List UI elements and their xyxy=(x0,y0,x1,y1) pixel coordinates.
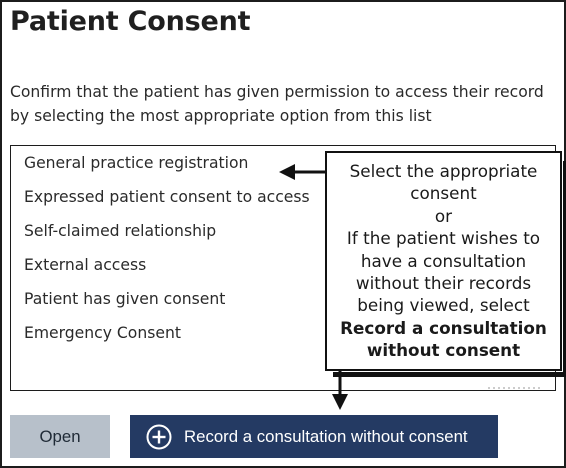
callout-bold-line-1: Record a consultation xyxy=(340,317,547,338)
consent-option-patient-has-given-consent[interactable]: Patient has given consent xyxy=(24,290,226,308)
callout-line-2: consent xyxy=(410,183,477,204)
callout-line-3: or xyxy=(434,205,453,226)
instructions-line-1: Confirm that the patient has given permi… xyxy=(10,83,544,101)
instructions-text: Confirm that the patient has given permi… xyxy=(10,80,555,128)
record-consultation-without-consent-button[interactable]: Record a consultation without consent xyxy=(130,415,498,458)
consent-option-external-access[interactable]: External access xyxy=(24,256,147,274)
callout-line-7: being viewed, select xyxy=(357,295,530,316)
consent-option-general-practice-registration[interactable]: General practice registration xyxy=(24,154,249,172)
callout-shadow-right xyxy=(563,161,566,375)
record-button-label: Record a consultation without consent xyxy=(184,426,468,446)
consent-option-expressed-patient-consent[interactable]: Expressed patient consent to access xyxy=(24,188,310,206)
dialog-title: Patient Consent xyxy=(10,6,251,37)
consent-option-self-claimed-relationship[interactable]: Self-claimed relationship xyxy=(24,222,217,240)
callout-line-5: have a consultation xyxy=(360,250,527,271)
callout-line-6: without their records xyxy=(355,273,532,294)
callout-bold-line-2: without consent xyxy=(366,340,521,361)
callout-shadow-bottom xyxy=(333,372,566,377)
consent-option-emergency-consent[interactable]: Emergency Consent xyxy=(24,324,181,342)
help-callout: Select the appropriate consent or If the… xyxy=(325,151,566,377)
open-button[interactable]: Open xyxy=(10,415,110,458)
callout-line-1: Select the appropriate xyxy=(349,161,538,181)
instructions-line-2: by selecting the most appropriate option… xyxy=(10,107,432,125)
callout-line-4: If the patient wishes to xyxy=(346,228,541,249)
plus-circle-icon xyxy=(146,424,172,449)
